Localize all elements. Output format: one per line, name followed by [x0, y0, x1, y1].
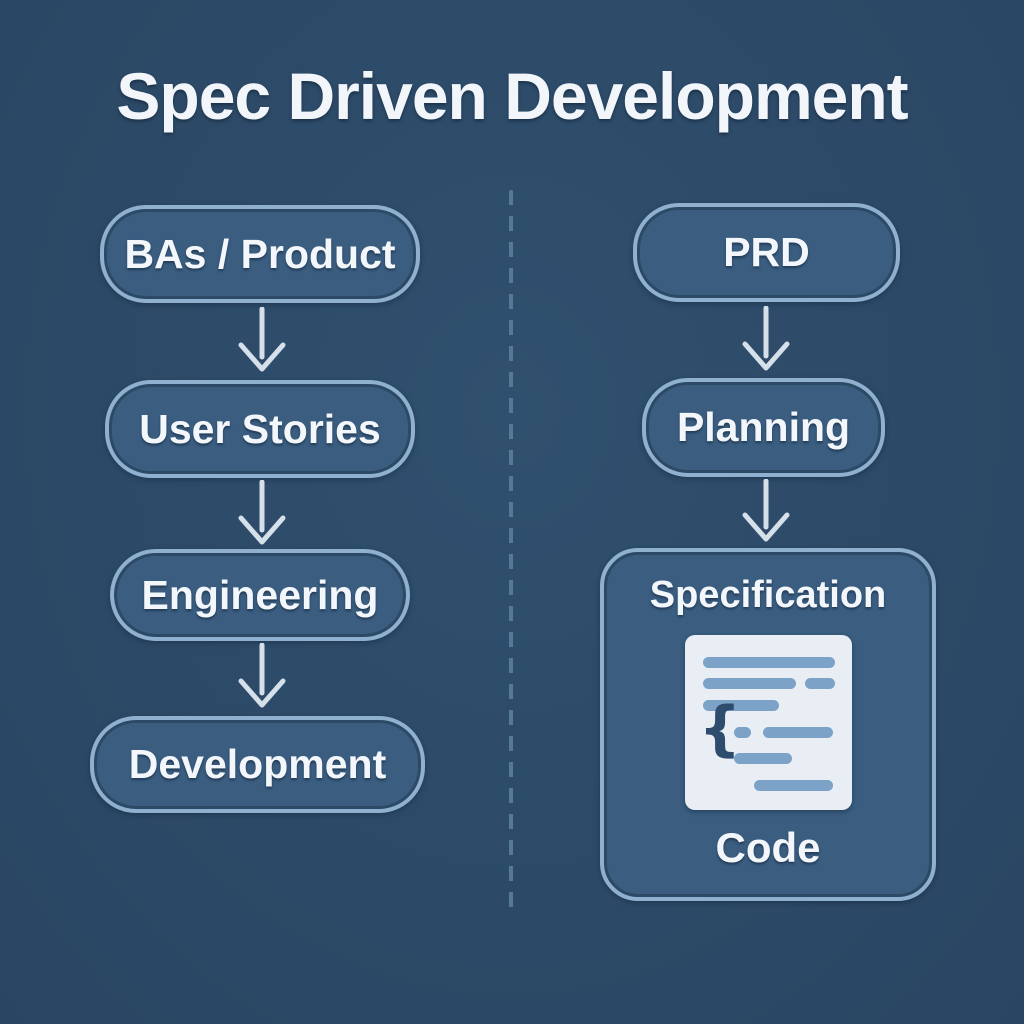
flow-node-development: Development — [90, 716, 425, 813]
flow-node-label: PRD — [723, 229, 810, 275]
spec-document-icon: { — [684, 635, 852, 810]
flow-node-prd: PRD — [633, 203, 900, 302]
arrow-down-icon — [738, 479, 794, 547]
flow-node-label: Engineering — [141, 571, 379, 618]
specification-label: Specification — [649, 574, 887, 616]
arrow-down-icon — [234, 480, 290, 550]
flow-node-specification-code: Specification { Code — [600, 548, 936, 901]
flow-node-planning: Planning — [642, 378, 885, 477]
arrow-down-icon — [234, 307, 290, 377]
flow-node-bas-product: BAs / Product — [100, 205, 420, 303]
dashed-divider-line — [509, 190, 513, 912]
arrow-down-icon — [234, 643, 290, 713]
flow-node-label: BAs / Product — [124, 230, 396, 277]
flow-node-label: User Stories — [139, 405, 381, 452]
flow-node-label: Development — [128, 741, 387, 787]
page-title: Spec Driven Development — [116, 59, 908, 133]
flow-node-user-stories: User Stories — [105, 380, 415, 478]
arrow-down-icon — [738, 306, 794, 376]
flow-node-label: Planning — [676, 404, 851, 450]
code-label: Code — [715, 824, 821, 871]
flow-node-engineering: Engineering — [110, 549, 410, 641]
